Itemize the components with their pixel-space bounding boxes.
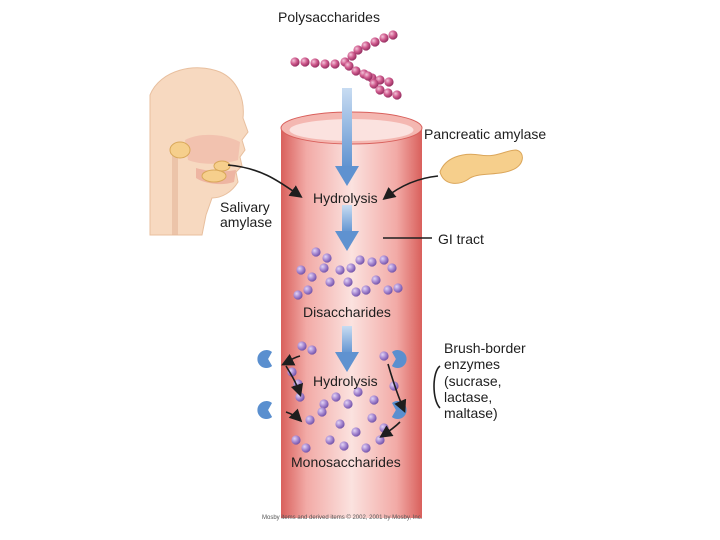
polysaccharide-bead — [351, 66, 361, 76]
gi-tract-label: GI tract — [438, 231, 484, 247]
brush-arrow-4 — [387, 363, 407, 413]
sugar-molecule — [291, 435, 301, 445]
pancreatic-amylase-label: Pancreatic amylase — [424, 126, 547, 142]
sugar-molecule — [355, 255, 365, 265]
polysaccharide-bead — [388, 30, 398, 40]
sugar-molecule — [317, 407, 327, 417]
sugar-molecule — [379, 423, 389, 433]
sugar-molecule — [361, 443, 371, 453]
brush-border-label-line1: Brush-border — [444, 340, 526, 356]
sugar-molecule — [301, 443, 311, 453]
brush-bracket — [433, 365, 441, 409]
gi-tract-tube — [280, 111, 423, 518]
enzyme-icon — [391, 350, 407, 369]
brush-arrow-1 — [281, 353, 301, 366]
polysaccharide-bead — [310, 58, 320, 68]
sugar-molecule — [379, 255, 389, 265]
sugar-molecule — [331, 392, 341, 402]
sugar-molecule — [335, 265, 345, 275]
polysaccharide-bead — [290, 57, 300, 67]
hydrolysis-bottom-label: Hydrolysis — [313, 373, 378, 389]
polysaccharide-bead — [330, 59, 340, 69]
sugar-molecule — [353, 387, 363, 397]
polysaccharide-bead — [369, 79, 379, 89]
sugar-molecule — [293, 290, 303, 300]
sugar-molecule — [369, 395, 379, 405]
polysaccharide-bead — [370, 37, 380, 47]
enzyme-icon — [257, 350, 273, 369]
polysaccharide-chain — [290, 30, 402, 100]
pancreatic-arrow — [382, 175, 439, 200]
sugar-molecule — [303, 285, 313, 295]
disaccharides-label: Disaccharides — [303, 304, 391, 320]
salivary-amylase-label-line2: amylase — [220, 214, 273, 230]
polysaccharide-bead — [347, 51, 357, 61]
sugar-molecule — [375, 435, 385, 445]
sugar-molecule — [393, 283, 403, 293]
sugar-molecule — [351, 427, 361, 437]
sugar-molecule — [343, 399, 353, 409]
sugar-molecule — [371, 275, 381, 285]
sugar-molecule — [379, 351, 389, 361]
brush-border-label-line3: (sucrase, — [444, 373, 502, 389]
brush-arrow-5 — [379, 421, 401, 438]
salivary-arrow — [227, 164, 303, 198]
polysaccharide-bead — [375, 85, 385, 95]
annotation-arrows — [227, 164, 441, 438]
brush-border-label-line2: enzymes — [444, 356, 501, 372]
salivary-amylase-label-line1: Salivary — [220, 199, 270, 215]
sugar-molecule — [305, 415, 315, 425]
sugar-molecule — [339, 441, 349, 451]
sugar-molecule — [325, 277, 335, 287]
sugar-molecule — [319, 399, 329, 409]
polysaccharide-bead — [379, 33, 389, 43]
brush-border-label-line5: maltase) — [444, 405, 498, 421]
polysaccharide-bead — [344, 61, 354, 71]
polysaccharide-bead — [383, 88, 393, 98]
polysaccharide-bead — [320, 59, 330, 69]
sugar-molecule — [297, 341, 307, 351]
polysaccharides-label: Polysaccharides — [278, 9, 380, 25]
polysaccharide-bead — [353, 45, 363, 55]
sugar-molecule — [346, 263, 356, 273]
sugar-molecule — [387, 263, 397, 273]
sugar-molecule — [343, 277, 353, 287]
polysaccharide-bead — [361, 41, 371, 51]
polysaccharide-bead — [363, 71, 373, 81]
flow-arrows — [335, 88, 359, 372]
copyright-credit: Mosby items and derived items © 2002, 20… — [262, 515, 423, 521]
sugar-molecule — [351, 287, 361, 297]
sugar-molecule — [307, 272, 317, 282]
sugar-molecule — [335, 419, 345, 429]
sugar-molecule — [296, 265, 306, 275]
hydrolysis-top-label: Hydrolysis — [313, 190, 378, 206]
sugar-molecule — [287, 367, 297, 377]
polysaccharide-bead — [384, 77, 394, 87]
sugar-molecule — [311, 247, 321, 257]
sugar-molecule — [319, 263, 329, 273]
brush-arrow-3 — [285, 408, 303, 423]
sugar-molecule — [361, 285, 371, 295]
enzyme-icon — [257, 401, 273, 420]
brush-arrow-2 — [285, 365, 304, 398]
sugar-molecule — [367, 257, 377, 267]
brush-border-label-line4: lactase, — [444, 389, 493, 405]
sugar-molecule — [383, 285, 393, 295]
monosaccharides-label: Monosaccharides — [291, 454, 401, 470]
polysaccharide-bead — [300, 57, 310, 67]
sugar-molecule — [307, 345, 317, 355]
salivary-gland-icon — [169, 141, 231, 183]
pancreas-icon — [439, 149, 523, 184]
sugar-molecule — [322, 253, 332, 263]
sugar-molecule — [325, 435, 335, 445]
polysaccharide-bead — [392, 90, 402, 100]
sugar-molecule — [367, 413, 377, 423]
